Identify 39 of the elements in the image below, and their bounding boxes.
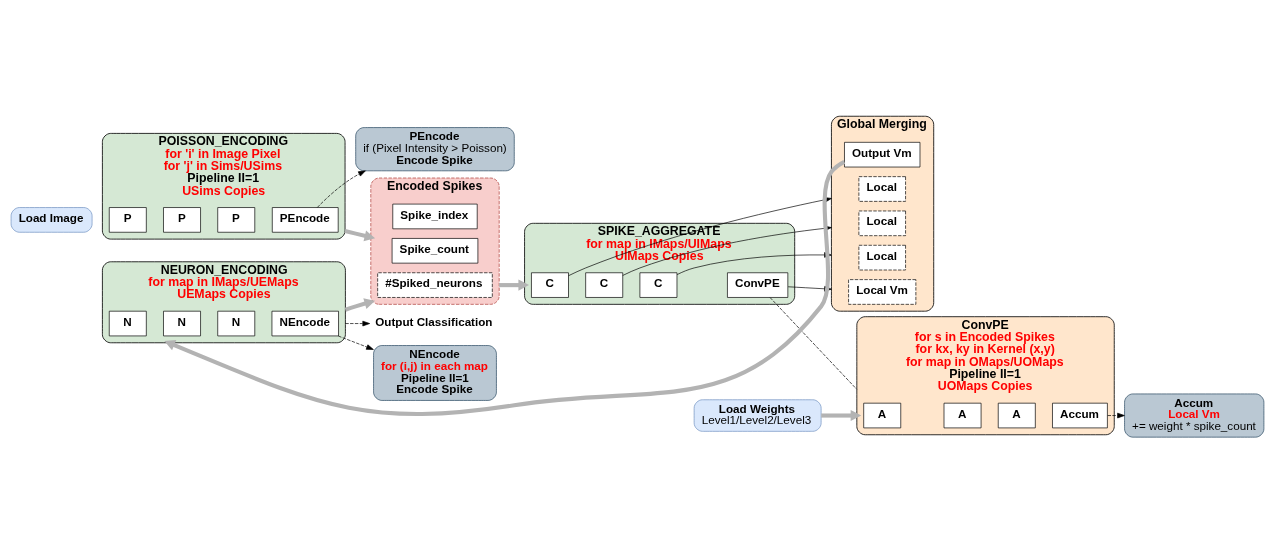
node-box: Spike_index [392,203,478,229]
node-box: C [639,271,678,298]
node-box: Local Vm [848,278,917,305]
node-box: N [163,310,201,336]
node-box: Local [858,210,906,236]
node-box: A [943,402,982,428]
arrow [338,335,374,350]
node-box: C [531,271,569,298]
arrow [317,170,366,208]
node-box: #Spiked_neurons [377,271,493,298]
node-box: PEncode if (Pixel Intensity > Poisson) Encode Spike [355,126,515,171]
node-box: Load Weights Level1/Level2/Level3 [693,398,822,432]
node-box: NEncode [271,310,339,336]
node-box: C [585,271,624,298]
node-box: Output Vm [844,141,921,167]
node-box: A [863,402,902,428]
node-box: N [108,310,147,336]
node-box: N [217,310,256,336]
arrow [821,409,862,421]
arrow [344,228,376,241]
arrow [1107,412,1125,418]
node-box: Local [858,244,906,270]
arrow [499,279,529,291]
node-box: Local [858,175,906,202]
node-box: Load Image [10,206,93,233]
node-box: Accum [1052,402,1108,428]
node-box: Spike_count [391,237,479,263]
node-box: P [217,206,256,233]
node-box: P [108,206,147,233]
node-box: A [997,402,1036,428]
arrow [345,320,370,326]
node-box: PEncode [271,206,339,233]
node-box: ConvPE [727,271,789,298]
arrow [344,297,376,312]
connector [769,296,858,390]
node-text: Output Classification [375,314,493,328]
node-box: P [163,206,201,233]
node-box: NEncode for (i,j) in each map Pipeline II=1 Encode Spike [373,344,497,401]
node-box: Accum Local Vm += weight * spike_count [1124,393,1265,437]
